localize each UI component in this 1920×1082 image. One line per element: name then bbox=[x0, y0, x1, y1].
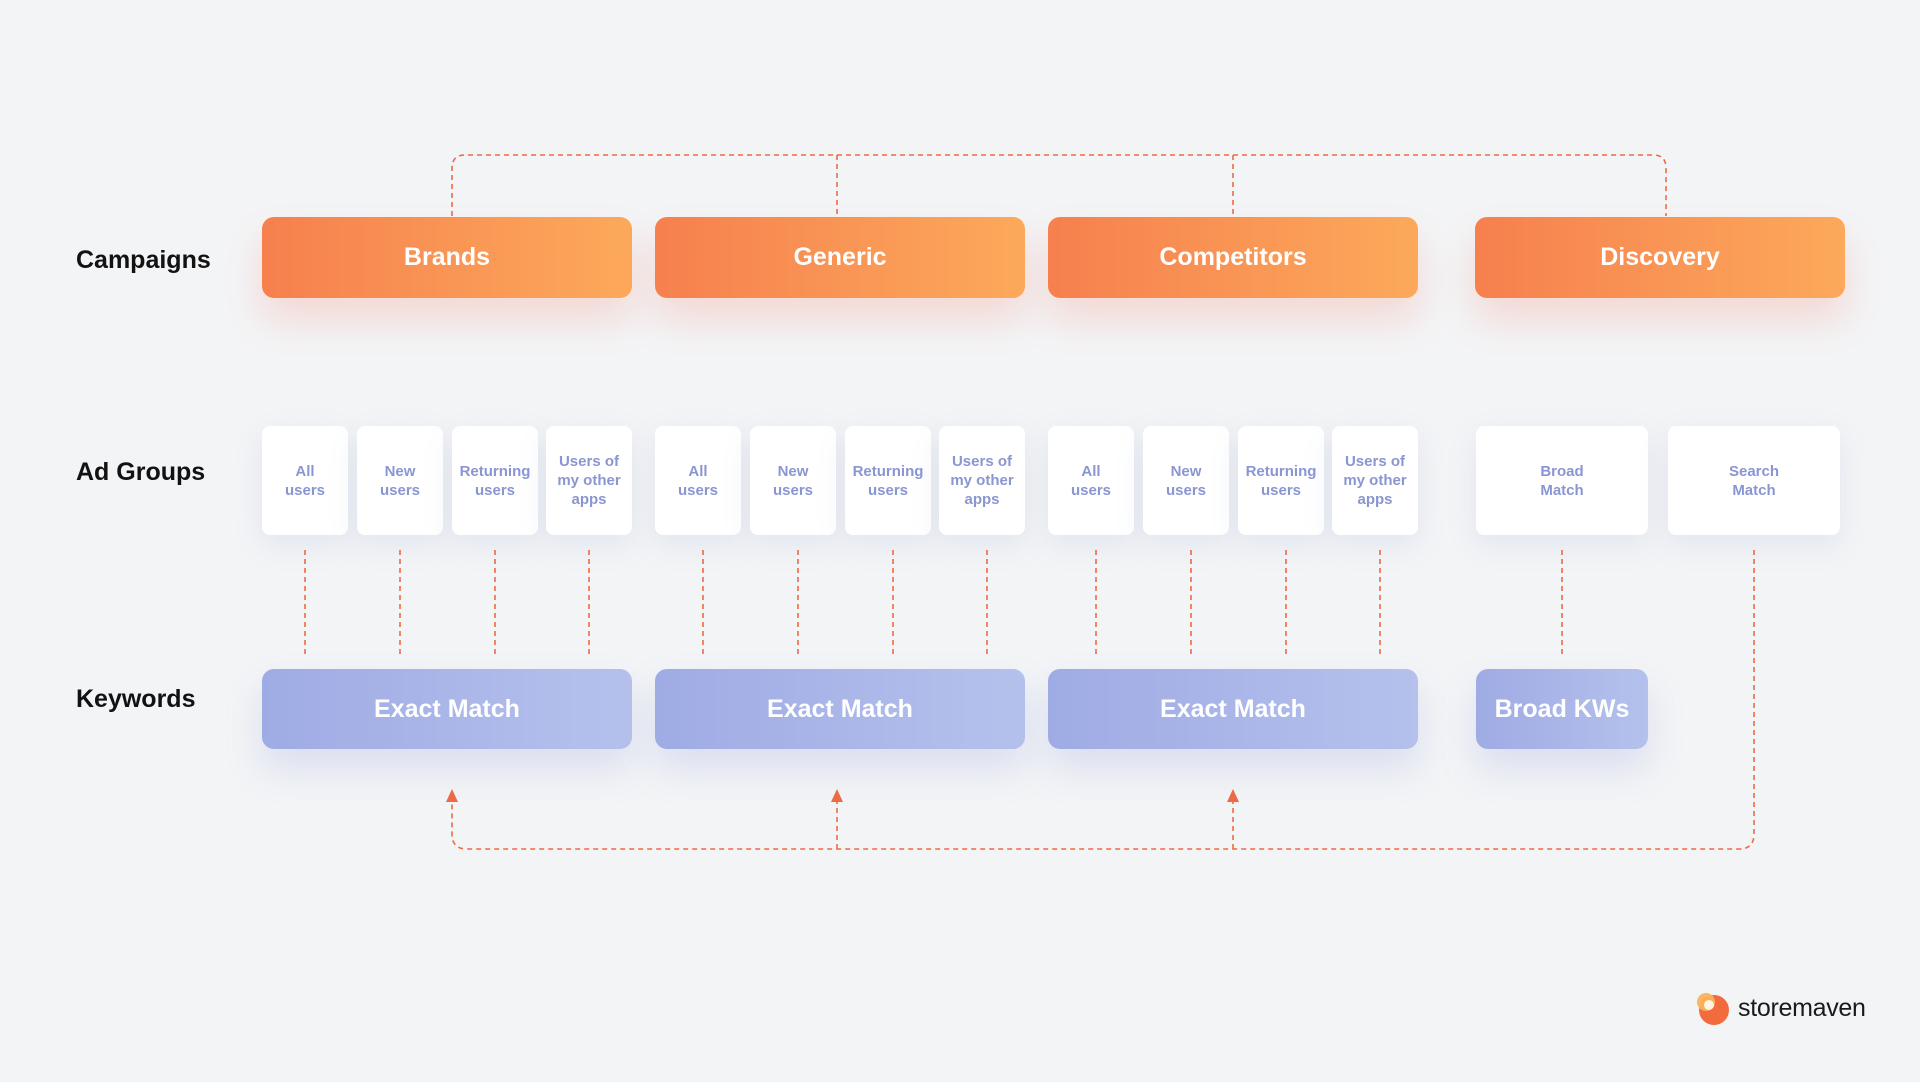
ad-group-card: Returning users bbox=[452, 426, 538, 535]
campaign-discovery: Discovery bbox=[1475, 217, 1845, 298]
ad-group-card: Returning users bbox=[845, 426, 931, 535]
ad-group-label: All users bbox=[1070, 462, 1112, 499]
ad-group-card: Users of my other apps bbox=[1332, 426, 1418, 535]
keyword-broad-kws: Broad KWs bbox=[1476, 669, 1648, 749]
keyword-exact-match-competitors: Exact Match bbox=[1048, 669, 1418, 749]
ad-group-label: Broad Match bbox=[1540, 462, 1584, 499]
row-label-campaigns: Campaigns bbox=[76, 246, 211, 274]
storemaven-logo-icon bbox=[1694, 990, 1730, 1026]
arrow-up-icon bbox=[831, 789, 843, 802]
ad-group-card: All users bbox=[262, 426, 348, 535]
ad-group-label: Returning users bbox=[459, 462, 531, 499]
brand-name: storemaven bbox=[1738, 993, 1866, 1022]
top-bracket-line bbox=[451, 154, 1667, 216]
ad-group-label: New users bbox=[379, 462, 421, 499]
ad-group-card: Search Match bbox=[1668, 426, 1840, 535]
bottom-feedback-line bbox=[451, 550, 1755, 850]
ad-group-label: Search Match bbox=[1728, 462, 1780, 499]
ad-group-card: New users bbox=[357, 426, 443, 535]
campaign-competitors: Competitors bbox=[1048, 217, 1418, 298]
row-label-keywords: Keywords bbox=[76, 685, 196, 713]
ad-group-card: Users of my other apps bbox=[939, 426, 1025, 535]
keyword-exact-match-brands: Exact Match bbox=[262, 669, 632, 749]
arrow-up-icon bbox=[446, 789, 458, 802]
campaign-brands: Brands bbox=[262, 217, 632, 298]
ad-group-label: New users bbox=[1165, 462, 1207, 499]
ad-group-card: All users bbox=[1048, 426, 1134, 535]
ad-group-card: Broad Match bbox=[1476, 426, 1648, 535]
ad-group-card: Users of my other apps bbox=[546, 426, 632, 535]
keyword-exact-match-generic: Exact Match bbox=[655, 669, 1025, 749]
ad-group-label: Users of my other apps bbox=[1343, 453, 1407, 508]
storemaven-logo: storemaven bbox=[1694, 990, 1866, 1026]
ad-group-label: All users bbox=[677, 462, 719, 499]
campaign-generic: Generic bbox=[655, 217, 1025, 298]
ad-group-card: New users bbox=[1143, 426, 1229, 535]
ad-group-card: All users bbox=[655, 426, 741, 535]
ad-group-label: Returning users bbox=[852, 462, 924, 499]
ad-group-label: Users of my other apps bbox=[950, 453, 1014, 508]
arrow-up-icon bbox=[1227, 789, 1239, 802]
ad-group-label: All users bbox=[284, 462, 326, 499]
ad-group-card: Returning users bbox=[1238, 426, 1324, 535]
ad-group-card: New users bbox=[750, 426, 836, 535]
ad-group-label: Users of my other apps bbox=[557, 453, 621, 508]
ad-group-label: New users bbox=[772, 462, 814, 499]
row-label-ad-groups: Ad Groups bbox=[76, 458, 206, 486]
ad-group-label: Returning users bbox=[1245, 462, 1317, 499]
